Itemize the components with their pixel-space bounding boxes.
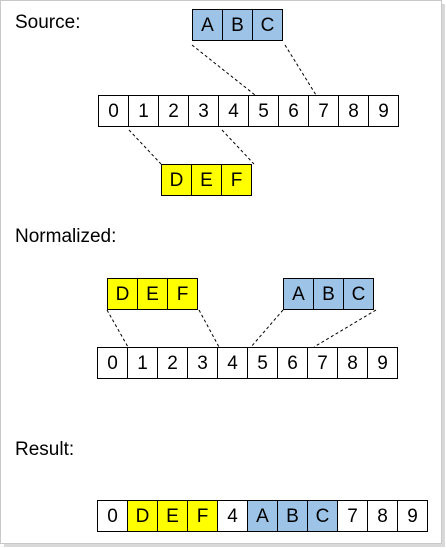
normalized-main-cell: 7 bbox=[307, 347, 338, 379]
normalized-main-cell: 6 bbox=[277, 347, 308, 379]
result-cell: E bbox=[157, 500, 188, 532]
source-main-cell: 4 bbox=[218, 95, 249, 127]
source-main-cell: 2 bbox=[158, 95, 189, 127]
source-main-cell: 0 bbox=[98, 95, 129, 127]
source-main-cell: 7 bbox=[308, 95, 339, 127]
source-main-cell: 3 bbox=[188, 95, 219, 127]
source-abc-block: A B C bbox=[192, 9, 283, 41]
normalized-label: Normalized: bbox=[15, 226, 117, 247]
result-cell: 7 bbox=[337, 500, 368, 532]
connector-source-def-right bbox=[221, 129, 255, 165]
result-cell: D bbox=[127, 500, 158, 532]
result-cell: A bbox=[247, 500, 278, 532]
connector-source-abc-left bbox=[191, 44, 256, 96]
source-main-strip: 0 1 2 3 4 5 6 7 8 9 bbox=[98, 95, 399, 127]
normalized-def-cell: E bbox=[137, 278, 168, 310]
source-label: Source: bbox=[15, 12, 81, 33]
normalized-abc-cell: B bbox=[313, 278, 344, 310]
connector-source-def-left bbox=[128, 129, 162, 165]
normalized-def-block: D E F bbox=[107, 278, 198, 310]
normalized-main-cell: 4 bbox=[217, 347, 248, 379]
source-abc-cell: B bbox=[222, 9, 253, 41]
normalized-main-cell: 1 bbox=[127, 347, 158, 379]
source-main-cell: 6 bbox=[278, 95, 309, 127]
source-abc-cell: C bbox=[252, 9, 283, 41]
result-label: Result: bbox=[15, 439, 75, 460]
source-def-block: D E F bbox=[161, 164, 252, 196]
connector-normalized-def-right bbox=[198, 309, 220, 348]
normalized-main-cell: 5 bbox=[247, 347, 278, 379]
source-main-cell: 1 bbox=[128, 95, 159, 127]
connector-normalized-def-left bbox=[106, 309, 129, 348]
connector-source-abc-right bbox=[284, 44, 317, 96]
normalized-main-cell: 0 bbox=[97, 347, 128, 379]
frame-shadow-right bbox=[442, 4, 445, 546]
normalized-main-cell: 2 bbox=[157, 347, 188, 379]
normalized-main-strip: 0 1 2 3 4 5 6 7 8 9 bbox=[97, 347, 398, 379]
result-cell: 4 bbox=[217, 500, 248, 532]
source-main-cell: 8 bbox=[338, 95, 369, 127]
normalized-main-cell: 9 bbox=[367, 347, 398, 379]
result-cell: 9 bbox=[397, 500, 428, 532]
connector-normalized-abc-right bbox=[313, 309, 377, 348]
source-def-cell: D bbox=[161, 164, 192, 196]
result-cell: C bbox=[307, 500, 338, 532]
connector-normalized-abc-left bbox=[250, 309, 284, 348]
result-strip: 0 D E F 4 A B C 7 8 9 bbox=[97, 500, 428, 532]
source-main-cell: 9 bbox=[368, 95, 399, 127]
normalized-abc-block: A B C bbox=[283, 278, 374, 310]
normalized-main-cell: 8 bbox=[337, 347, 368, 379]
result-cell: 8 bbox=[367, 500, 398, 532]
source-def-cell: E bbox=[191, 164, 222, 196]
source-def-cell: F bbox=[221, 164, 252, 196]
source-abc-cell: A bbox=[192, 9, 223, 41]
result-cell: B bbox=[277, 500, 308, 532]
result-cell: 0 bbox=[97, 500, 128, 532]
frame-shadow-bottom bbox=[4, 544, 445, 547]
source-main-cell: 5 bbox=[248, 95, 279, 127]
normalized-def-cell: F bbox=[167, 278, 198, 310]
normalized-main-cell: 3 bbox=[187, 347, 218, 379]
result-cell: F bbox=[187, 500, 218, 532]
normalized-abc-cell: C bbox=[343, 278, 374, 310]
normalized-def-cell: D bbox=[107, 278, 138, 310]
normalized-abc-cell: A bbox=[283, 278, 314, 310]
